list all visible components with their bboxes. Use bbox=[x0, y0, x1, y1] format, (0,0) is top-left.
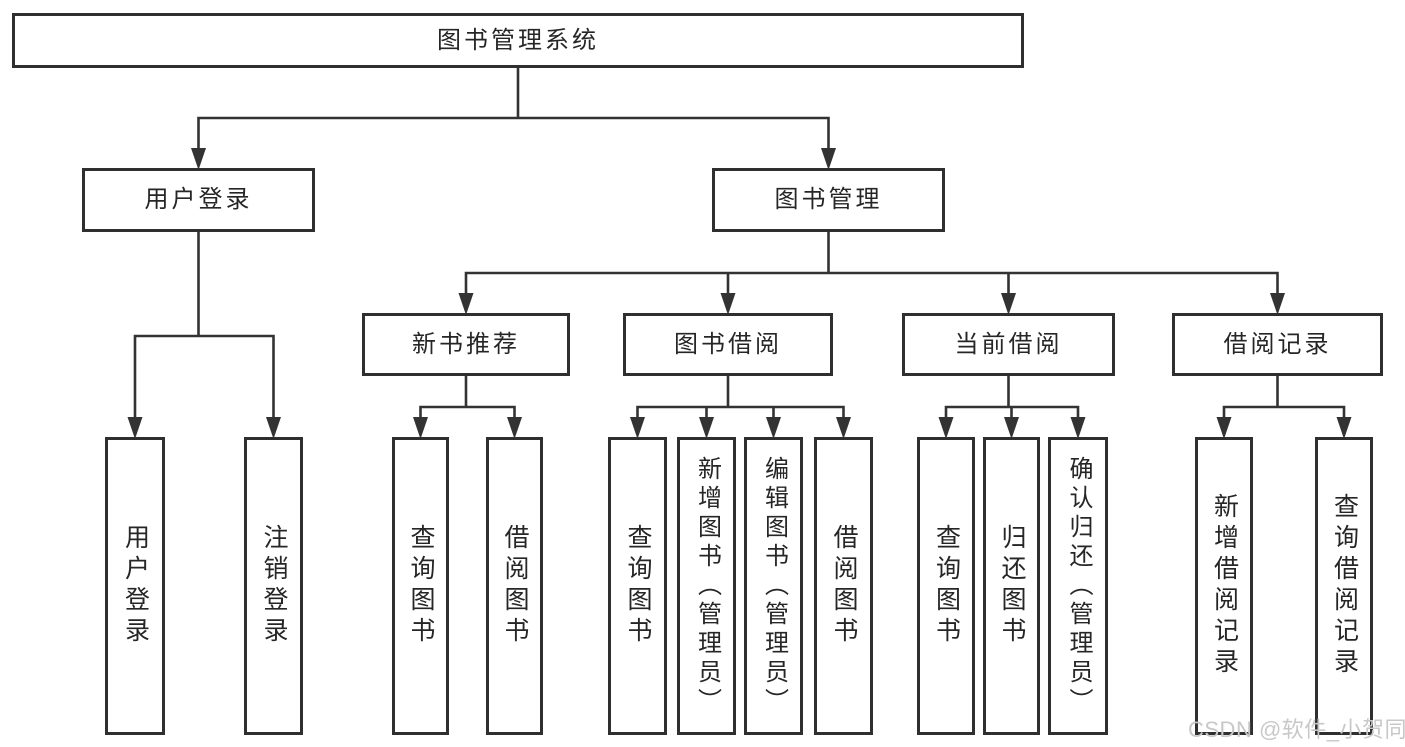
leaf-query-books-recommend: 查询图书 bbox=[392, 437, 449, 735]
node-current-borrowing: 当前借阅 bbox=[902, 313, 1115, 376]
arrowhead-icon bbox=[1004, 417, 1019, 439]
leaf-user-login: 用户登录 bbox=[105, 437, 165, 735]
arrowhead-icon bbox=[266, 417, 281, 439]
leaf-add-book-admin: 新增图书（管理员） bbox=[677, 437, 736, 735]
leaf-borrow-books-recommend: 借阅图书 bbox=[486, 437, 543, 735]
arrowhead-icon bbox=[699, 417, 714, 439]
arrowhead-icon bbox=[1001, 293, 1016, 315]
csdn-watermark: CSDN @软件_小贺同学 bbox=[1188, 717, 1405, 742]
arrowhead-icon bbox=[507, 417, 522, 439]
connector bbox=[458, 230, 1285, 315]
connector bbox=[191, 66, 836, 170]
arrowhead-icon bbox=[766, 417, 781, 439]
arrowhead-icon bbox=[458, 293, 474, 315]
leaf-return-book: 归还图书 bbox=[983, 437, 1040, 735]
leaf-query-books-current: 查询图书 bbox=[917, 437, 975, 735]
arrowhead-icon bbox=[413, 417, 428, 439]
leaf-edit-book-admin: 编辑图书（管理员） bbox=[744, 437, 803, 735]
connector bbox=[938, 374, 1086, 439]
node-book-management: 图书管理 bbox=[712, 168, 945, 232]
arrowhead-icon bbox=[1216, 417, 1232, 439]
leaf-add-borrow-record: 新增借阅记录 bbox=[1195, 437, 1253, 735]
connector bbox=[630, 374, 851, 439]
arrowhead-icon bbox=[127, 417, 143, 439]
node-new-book-recommend: 新书推荐 bbox=[362, 313, 570, 376]
leaf-borrow-books-borrowing: 借阅图书 bbox=[814, 437, 873, 735]
leaf-query-books-borrowing: 查询图书 bbox=[608, 437, 667, 735]
arrowhead-icon bbox=[1336, 417, 1352, 439]
node-root-library-system: 图书管理系统 bbox=[12, 13, 1024, 68]
leaf-confirm-return-admin: 确认归还（管理员） bbox=[1048, 437, 1108, 735]
arrowhead-icon bbox=[191, 148, 206, 170]
arrowhead-icon bbox=[1070, 417, 1086, 439]
connector bbox=[127, 230, 281, 439]
connector bbox=[1216, 374, 1352, 439]
arrowhead-icon bbox=[1270, 293, 1285, 315]
arrowhead-icon bbox=[720, 293, 736, 315]
arrowhead-icon bbox=[821, 148, 836, 170]
node-book-borrowing: 图书借阅 bbox=[623, 313, 833, 376]
arrowhead-icon bbox=[630, 417, 645, 439]
node-user-login-branch: 用户登录 bbox=[82, 168, 315, 232]
leaf-logout: 注销登录 bbox=[244, 437, 303, 735]
arrowhead-icon bbox=[938, 417, 954, 439]
leaf-query-borrow-record: 查询借阅记录 bbox=[1315, 437, 1373, 735]
node-borrowing-records: 借阅记录 bbox=[1172, 313, 1383, 376]
arrowhead-icon bbox=[836, 417, 851, 439]
connector bbox=[413, 374, 522, 439]
